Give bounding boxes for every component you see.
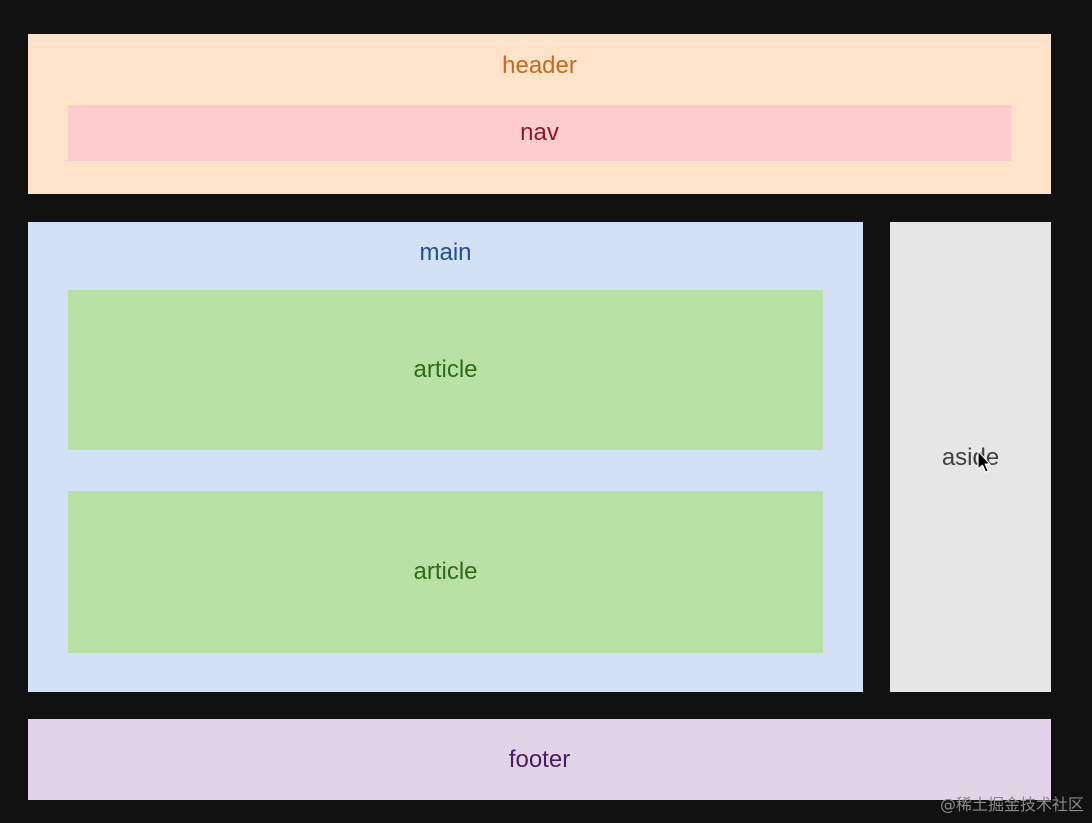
header-region: header nav bbox=[28, 34, 1051, 194]
mouse-pointer-icon bbox=[977, 450, 991, 474]
nav-region: nav bbox=[68, 105, 1011, 161]
article-region: article bbox=[68, 290, 823, 450]
header-label: header bbox=[502, 52, 577, 79]
aside-label: aside bbox=[941, 444, 1000, 471]
footer-region: footer bbox=[28, 719, 1051, 800]
footer-label: footer bbox=[508, 746, 571, 773]
aside-region: aside bbox=[890, 222, 1051, 692]
article-region: article bbox=[68, 491, 823, 653]
article-label: article bbox=[413, 356, 478, 383]
main-label: main bbox=[419, 239, 472, 266]
nav-label: nav bbox=[520, 119, 559, 146]
main-region: main article article bbox=[28, 222, 863, 692]
watermark-text: @稀土掘金技术社区 bbox=[939, 795, 1084, 814]
article-label: article bbox=[413, 558, 478, 585]
